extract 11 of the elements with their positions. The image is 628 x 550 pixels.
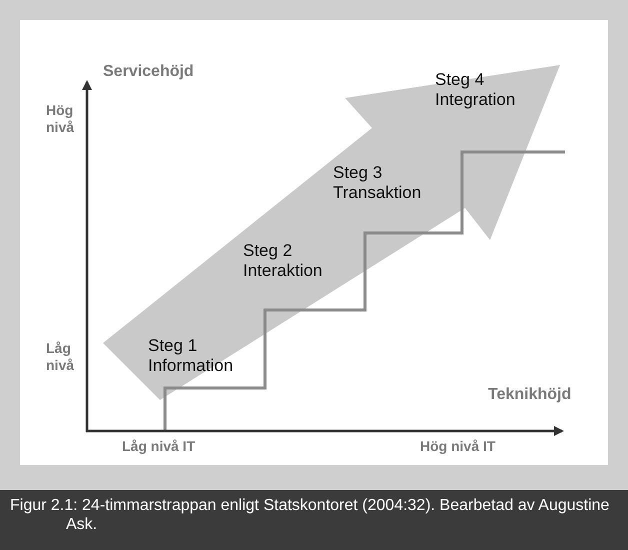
tick-label: Låg nivå IT bbox=[122, 438, 196, 455]
caption: Figur 2.1: 24-timmarstrappan enligt Statskontoret (2004:32). Bearbetad av Augustine Ask. bbox=[0, 490, 628, 550]
tick-label: Låg nivå bbox=[46, 340, 76, 374]
tick-label: Hög nivå IT bbox=[420, 438, 496, 455]
tick-label: Hög nivå bbox=[46, 102, 76, 136]
step-label: Steg 2 Interaktion bbox=[243, 241, 324, 282]
step-label: Steg 1 Information bbox=[148, 336, 234, 377]
step-label: Steg 3 Transaktion bbox=[333, 163, 422, 204]
axis-title: Teknikhöjd bbox=[488, 385, 572, 404]
step-label: Steg 4 Integration bbox=[435, 70, 516, 111]
axis-title: Servicehöjd bbox=[103, 62, 194, 82]
